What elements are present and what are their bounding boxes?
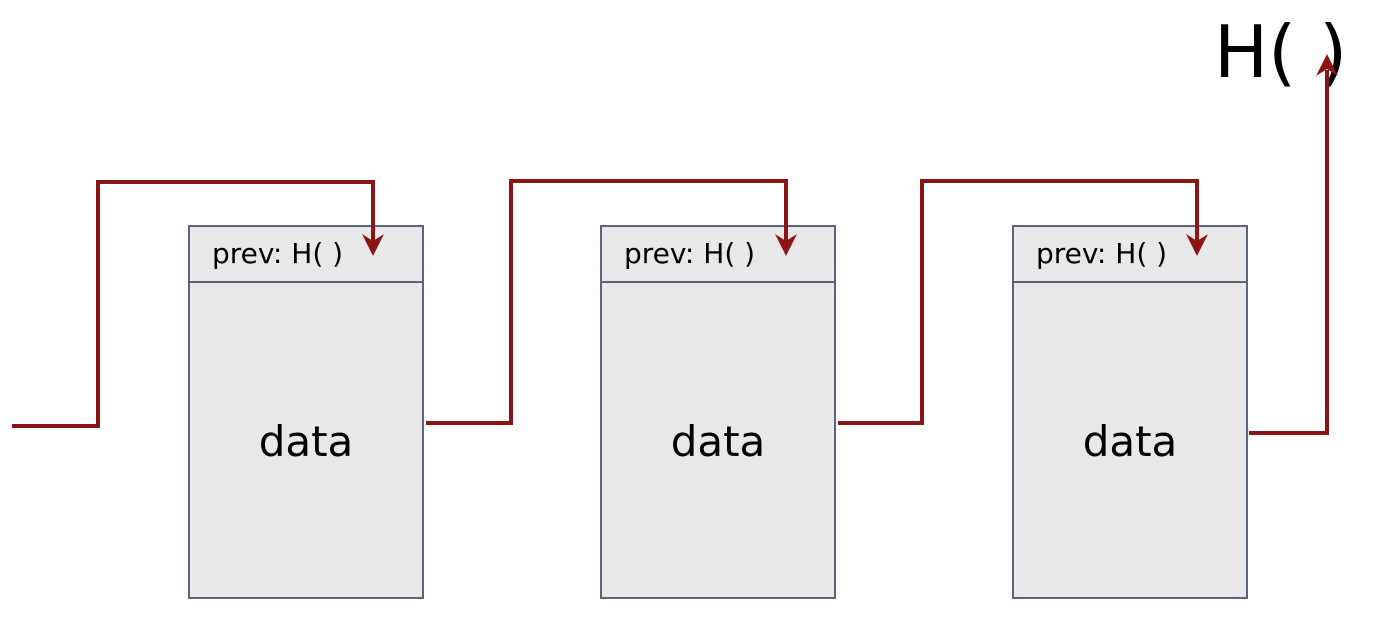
block-3-header: prev: H( )	[1014, 227, 1246, 283]
block-3: prev: H( ) data	[1012, 225, 1248, 599]
block-2-header: prev: H( )	[602, 227, 834, 283]
arrowhead-up-icon	[1316, 54, 1338, 76]
prev-hash-label: prev: H( )	[1036, 237, 1168, 270]
arrow-into-block-1	[12, 180, 375, 428]
arrow-to-head-hash	[1249, 70, 1329, 435]
data-label: data	[258, 417, 354, 466]
arrowhead-down-icon	[1186, 234, 1208, 256]
arrowhead-down-icon	[362, 234, 384, 256]
block-1: prev: H( ) data	[188, 225, 424, 599]
prev-hash-label: prev: H( )	[212, 237, 344, 270]
arrowhead-down-icon	[775, 234, 797, 256]
prev-hash-label: prev: H( )	[624, 237, 756, 270]
arrow-into-block-2	[426, 179, 788, 425]
data-label: data	[670, 417, 766, 466]
block-1-header: prev: H( )	[190, 227, 422, 283]
arrow-into-block-3	[838, 179, 1199, 425]
data-label: data	[1082, 417, 1178, 466]
block-2: prev: H( ) data	[600, 225, 836, 599]
